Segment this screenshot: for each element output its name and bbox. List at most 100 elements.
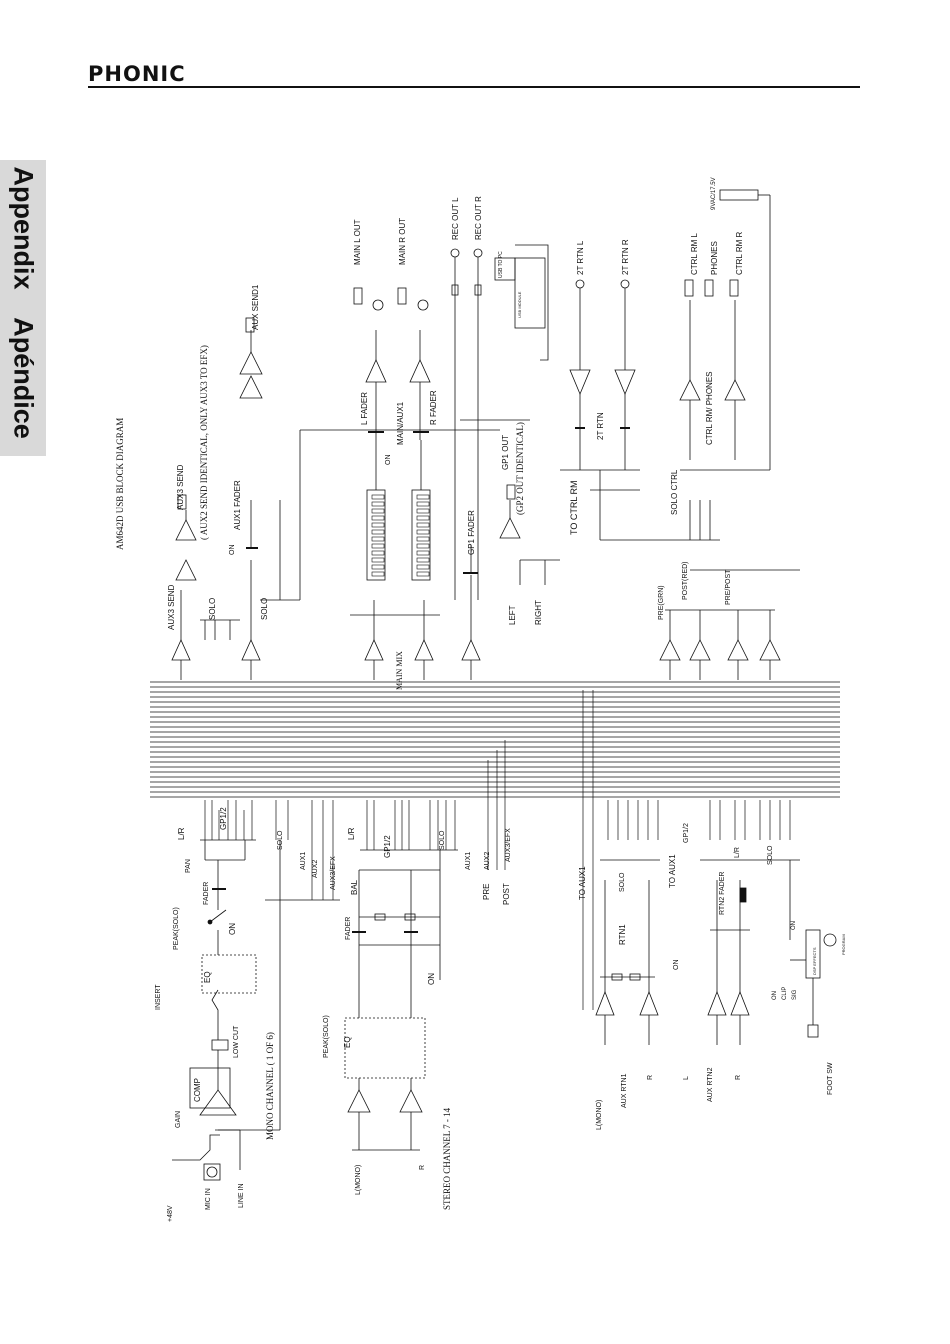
return-section: [595, 859, 837, 1045]
label-aux3efx-mono: AUX3/EFX: [330, 856, 337, 890]
meter-segment: [416, 522, 430, 528]
header-rule: [88, 86, 860, 88]
gp-note: (GP2 OUT IDENTICAL): [515, 422, 525, 515]
label-solo-mono: SOLO: [277, 830, 284, 850]
label-rtn1: RTN1: [618, 924, 627, 945]
label-stereo-channel: STEREO CHANNEL 7 - 14: [442, 1107, 452, 1210]
label-line-in: LINE IN: [238, 1183, 245, 1208]
label-rec-out-l: REC OUT L: [451, 197, 460, 240]
label-aux3efx-stereo: AUX3/EFX: [505, 828, 512, 862]
meter-segment: [416, 529, 430, 535]
aux-note: ( AUX2 SEND IDENTICAL, ONLY AUX3 TO EFX): [199, 345, 209, 540]
label-on-rtn2: ON: [673, 960, 680, 971]
label-post-red: POST(RED): [682, 562, 689, 601]
diagram-title: AM642D USB BLOCK DIAGRAM: [115, 418, 125, 550]
label-gp1-fader: GP1 FADER: [467, 510, 476, 555]
label-mono-channel: MONO CHANNEL ( 1 OF 6): [265, 1032, 275, 1140]
label-solo-ctrl: SOLO CTRL: [670, 469, 679, 515]
label-right: RIGHT: [534, 600, 543, 625]
bus-drops: [204, 690, 791, 1010]
meter-segment: [416, 557, 430, 563]
label-solo-rtn1: SOLO: [619, 872, 626, 892]
label-aux1-stereo: AUX1: [465, 852, 472, 870]
label-to-aux1-rtn2: TO AUX1: [668, 854, 677, 888]
label-mic-in: MIC IN: [205, 1188, 212, 1210]
label-gp1-out: GP1 OUT: [501, 435, 510, 470]
meter-segment: [371, 515, 385, 521]
brand-logo: PHONIC: [88, 62, 186, 86]
label-pre: PRE: [482, 884, 491, 900]
label-clip: CLIP: [782, 987, 788, 1000]
label-pre-grn: PRE(GRN): [658, 585, 665, 620]
label-comp: COMP: [193, 1078, 202, 1102]
label-l-mono-rtn: L(MONO): [596, 1100, 603, 1130]
label-pre-post: PRE/POST: [725, 569, 732, 605]
meter-segment: [371, 501, 385, 507]
label-aux-rtn2: AUX RTN2: [707, 1067, 714, 1102]
aux-send-section: [171, 317, 301, 680]
label-usb-module: USB MODULE: [517, 291, 522, 318]
meter-segment: [416, 494, 430, 500]
main-mix-section: [300, 248, 560, 680]
side-tab: Appendix Apéndice: [0, 160, 46, 456]
meter-segment: [371, 564, 385, 570]
label-aux3-send-top: AUX3 SEND: [176, 464, 185, 510]
label-on-led: ON: [772, 991, 778, 1000]
label-l-fader: L FADER: [360, 392, 369, 425]
label-eq-stereo: EQ: [343, 1036, 352, 1048]
meter-segment: [371, 494, 385, 500]
meter-segment: [416, 508, 430, 514]
label-bal: BAL: [350, 879, 359, 895]
label-post: POST: [502, 883, 511, 905]
label-usb-to-pc: USB TO PC: [498, 251, 504, 278]
label-aux-rtn1: AUX RTN1: [621, 1073, 628, 1108]
meter-segment: [416, 536, 430, 542]
label-on-main: ON: [385, 455, 392, 466]
label-aux1-fader: AUX1 FADER: [233, 480, 242, 530]
label-2t-rtn: 2T RTN: [596, 412, 605, 440]
ctrl-room-section: [494, 189, 800, 680]
label-fader-stereo: FADER: [345, 917, 352, 940]
label-program: PROGRAM: [841, 934, 846, 955]
meter-segment: [416, 515, 430, 521]
label-2t-rtn-r: 2T RTN R: [621, 239, 630, 275]
label-gp12-rtn: GP1/2: [683, 823, 690, 843]
label-peak-solo-stereo: PEAK(SOLO): [323, 1015, 330, 1058]
label-r-rtn1: R: [647, 1075, 654, 1080]
meter-segment: [416, 564, 430, 570]
label-peak-solo-mono: PEAK(SOLO): [173, 907, 180, 950]
label-9vac: 9VAC/17.5V: [711, 177, 717, 210]
label-l-mono-stereo: L(MONO): [355, 1165, 362, 1195]
label-ctrl-rm-l: CTRL RM L: [690, 233, 699, 275]
meter-segment: [371, 571, 385, 577]
label-phones: PHONES: [710, 241, 719, 275]
meter-segment: [371, 529, 385, 535]
mono-channel: [172, 839, 340, 1181]
label-insert: INSERT: [155, 984, 162, 1010]
label-ctrl-rm-phones: CTRL RM/ PHONES: [705, 372, 714, 446]
label-foot-sw: FOOT SW: [827, 1062, 834, 1095]
label-aux1-mono: AUX1: [300, 852, 307, 870]
label-r-fader: R FADER: [429, 390, 438, 425]
label-r-stereo: R: [419, 1165, 426, 1170]
label-eq-mono: EQ: [203, 971, 212, 983]
label-lr-rtn: L/R: [734, 847, 741, 858]
label-on-dsp: ON: [791, 921, 797, 930]
label-rec-out-r: REC OUT R: [474, 196, 483, 240]
meter-segment: [416, 543, 430, 549]
mix-buses: [150, 681, 840, 798]
label-aux-send1: AUX SEND1: [251, 284, 260, 330]
label-solo-stereo: SOLO: [439, 830, 446, 850]
label-main-mix: MAIN MIX: [395, 651, 404, 690]
led-meters: [371, 494, 430, 577]
label-sig: SIG: [792, 989, 798, 1000]
label-l-rtn2: L: [683, 1076, 690, 1080]
label-pan: PAN: [185, 859, 192, 873]
label-gain: GAIN: [175, 1111, 182, 1128]
meter-segment: [416, 571, 430, 577]
label-main-l-out: MAIN L OUT: [353, 219, 362, 265]
label-low-cut: LOW CUT: [233, 1025, 240, 1058]
label-gp12-stereo: GP1/2: [383, 835, 392, 858]
label-dsp: DSP EFFECTS: [812, 947, 817, 975]
